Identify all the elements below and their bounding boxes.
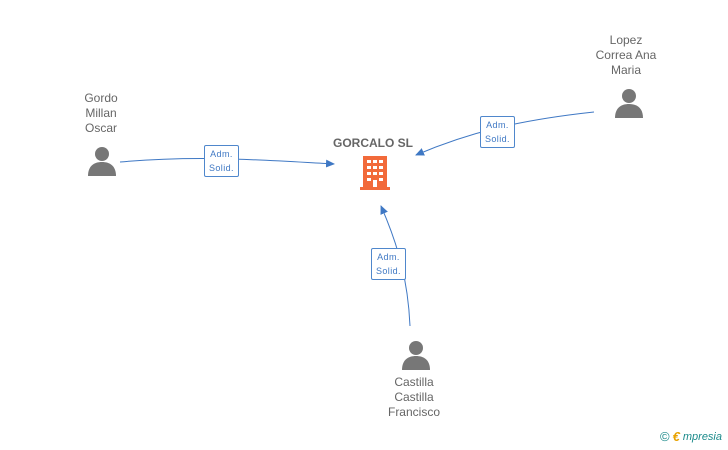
relation-type: Adm. xyxy=(486,120,509,130)
relation-badge-gordo[interactable]: Adm. Solid. xyxy=(204,145,239,177)
relation-subtype: Solid. xyxy=(485,134,510,144)
copyright-icon: © xyxy=(660,429,670,444)
person-icon[interactable] xyxy=(87,146,117,176)
brand-name: mpresia xyxy=(682,430,722,443)
relation-badge-lopez[interactable]: Adm. Solid. xyxy=(480,116,515,148)
relation-badge-castilla[interactable]: Adm. Solid. xyxy=(371,248,406,280)
person-icon[interactable] xyxy=(614,88,644,118)
person-icon[interactable] xyxy=(401,340,431,370)
person-name-gordo[interactable]: Gordo Millan Oscar xyxy=(84,91,118,135)
relation-type: Adm. xyxy=(377,252,400,262)
person-name-lopez[interactable]: Lopez Correa Ana Maria xyxy=(595,33,657,77)
footer-brand[interactable]: © €mpresia xyxy=(660,429,722,444)
building-icon[interactable] xyxy=(360,156,390,190)
person-name-castilla[interactable]: Castilla Castilla Francisco xyxy=(387,375,440,419)
company-name[interactable]: GORCALO SL xyxy=(333,136,413,150)
relation-subtype: Solid. xyxy=(209,163,234,173)
brand-logo-initial: € xyxy=(672,429,680,444)
relation-subtype: Solid. xyxy=(376,266,401,276)
relation-type: Adm. xyxy=(210,149,233,159)
